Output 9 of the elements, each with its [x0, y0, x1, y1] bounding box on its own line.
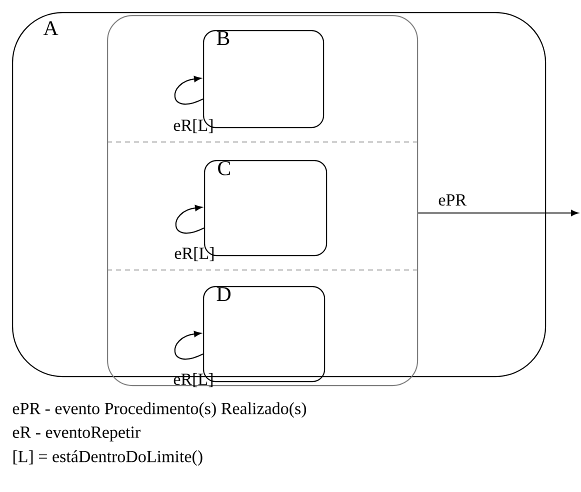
legend-note: eR - eventoRepetir [12, 426, 140, 442]
edge-label: ePR [438, 194, 466, 206]
arrow [418, 210, 578, 216]
arrow [174, 330, 204, 360]
legend-note: ePR - evento Procedimento(s) Realizado(s) [12, 402, 306, 418]
arrow [175, 204, 204, 234]
region-box [107, 15, 418, 386]
legend-note: [L] = estáDentroDoLimite() [13, 450, 202, 466]
arrow [174, 76, 204, 105]
